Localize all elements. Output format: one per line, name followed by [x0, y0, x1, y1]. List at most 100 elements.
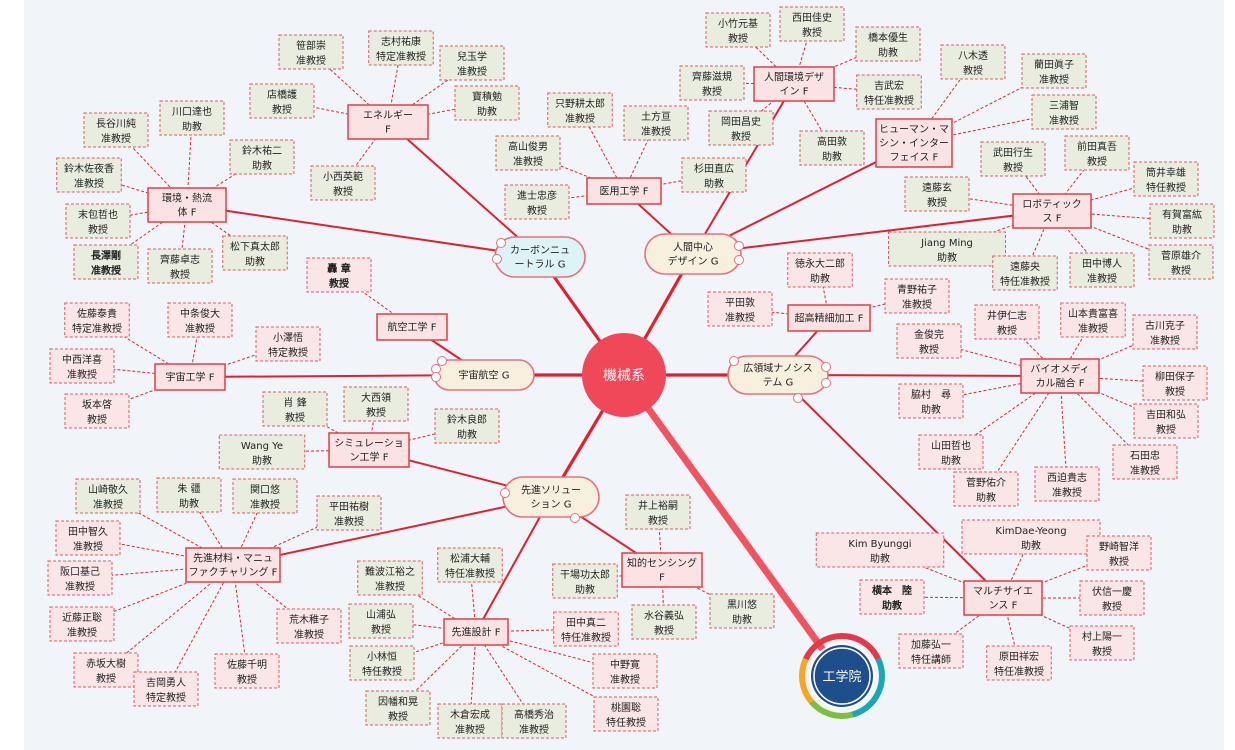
group-handle[interactable] [431, 372, 441, 382]
member-card[interactable]: 轟 章教授 [306, 257, 372, 293]
group-handle[interactable] [734, 241, 744, 251]
field-node-space[interactable]: 宇宙工学 F [154, 363, 226, 391]
field-node-ultra[interactable]: 超高精細加工 F [787, 304, 871, 332]
field-node-medical[interactable]: 医用工学 F [586, 177, 662, 205]
group-handle[interactable] [793, 393, 803, 403]
group-handle[interactable] [729, 356, 739, 366]
field-node-thermal[interactable]: 環境・熱流体 F [147, 187, 227, 223]
member-card[interactable]: 肖 鋒教授 [262, 391, 328, 427]
group-handle[interactable] [496, 238, 506, 248]
field-node-aviation[interactable]: 航空工学 F [376, 313, 448, 341]
group-handle[interactable] [821, 362, 831, 372]
group-handle[interactable] [500, 488, 510, 498]
group-handle[interactable] [734, 255, 744, 265]
group-handle[interactable] [821, 378, 831, 388]
member-card[interactable]: 横本 陸助教 [859, 579, 925, 615]
group-handle[interactable] [492, 254, 502, 264]
field-node-design[interactable]: 先進設計 F [443, 618, 509, 646]
